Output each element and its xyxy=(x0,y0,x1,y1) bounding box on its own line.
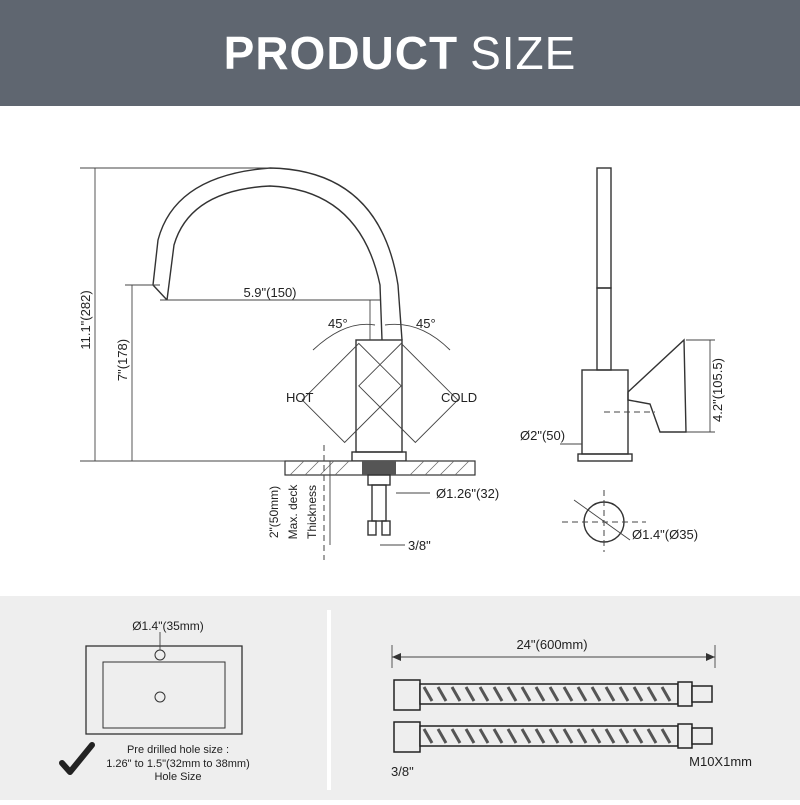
spout-reach-label: 5.9"(150) xyxy=(243,285,296,300)
deck-thickness-label-2: Max. deck xyxy=(286,484,300,540)
sink-hole-label: Ø1.4"(35mm) xyxy=(132,619,204,633)
shank-upper xyxy=(367,474,391,486)
hose-fitting-left xyxy=(367,520,377,536)
faucet-body xyxy=(355,339,403,453)
handle-height-label: 4.2"(105.5) xyxy=(710,358,725,422)
sink-outline xyxy=(85,645,243,735)
base-diameter-label: Ø2"(50) xyxy=(520,428,565,443)
hose-length-label: 24"(600mm) xyxy=(516,637,587,652)
mounting-nut xyxy=(362,461,396,475)
hot-label: HOT xyxy=(286,390,314,405)
side-spout-lower xyxy=(596,287,612,371)
deck-thickness-label-1: 2"(50mm) xyxy=(267,486,281,538)
deck-hatch xyxy=(289,460,470,476)
sink-note-line3: Hole Size xyxy=(154,771,201,783)
spout-height-label: 7"(178) xyxy=(115,339,130,381)
shank-lower xyxy=(371,484,387,522)
total-height-label: 11.1"(282) xyxy=(78,290,93,349)
spout-outline xyxy=(152,167,403,341)
sink-basin xyxy=(102,661,226,729)
angle-left-label: 45° xyxy=(328,316,348,331)
side-base xyxy=(577,453,633,462)
hole-dim-line xyxy=(573,499,631,541)
hole-diameter-label: Ø1.4"(Ø35) xyxy=(632,527,698,542)
title-light: SIZE xyxy=(470,27,577,79)
braided-hose-2 xyxy=(393,721,713,753)
hose-arrow-right xyxy=(706,653,715,661)
hose-left-thread-label: 3/8" xyxy=(391,764,414,779)
hose-fitting-right xyxy=(381,520,391,536)
faucet-drawing-svg: 11.1"(282) 7"(178) 5.9"(150) 45° 45° HOT… xyxy=(78,167,725,560)
handle-rotation-cold xyxy=(358,342,459,444)
angle-right-label: 45° xyxy=(416,316,436,331)
hose-thread-label: 3/8" xyxy=(408,538,431,553)
drain-hole xyxy=(154,691,166,703)
accessories-svg: Ø1.4"(35mm) Pre drilled hole size : 1.26… xyxy=(59,610,752,790)
side-handle xyxy=(627,338,687,433)
dimension-drawing: 11.1"(282) 7"(178) 5.9"(150) 45° 45° HOT… xyxy=(0,106,800,596)
hose-right-thread-label: M10X1mm xyxy=(689,754,752,769)
accessories-panel: Ø1.4"(35mm) Pre drilled hole size : 1.26… xyxy=(0,596,800,800)
check-icon xyxy=(59,742,95,775)
angle-arc-left xyxy=(312,323,376,351)
shank-diameter-label: Ø1.26"(32) xyxy=(436,486,499,501)
sink-note-line2: 1.26" to 1.5"(32mm to 38mm) xyxy=(106,758,250,770)
title-bold: PRODUCT xyxy=(223,27,459,79)
side-spout-upper xyxy=(596,167,612,289)
angle-arc-right xyxy=(384,323,451,351)
cold-label: COLD xyxy=(441,390,477,405)
braided-hose-1 xyxy=(393,679,713,711)
hose-arrow-left xyxy=(392,653,401,661)
deck-thickness-label-3: Thickness xyxy=(305,485,319,539)
sink-note-line1: Pre drilled hole size : xyxy=(127,744,229,756)
faucet-base xyxy=(351,451,407,462)
